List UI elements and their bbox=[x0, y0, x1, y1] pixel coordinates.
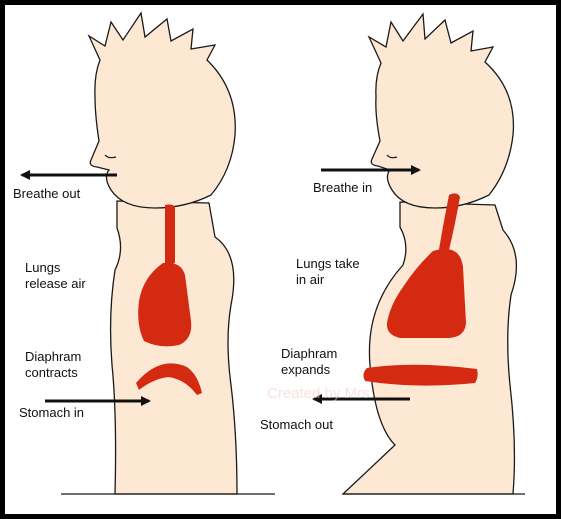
right-figure bbox=[343, 14, 516, 494]
right-body-outline bbox=[343, 202, 516, 494]
lungs-release-label-line1: Lungs bbox=[25, 260, 60, 276]
diaphragm-contracts-label-line1: Diaphram bbox=[25, 349, 81, 365]
diaphragm-expands-label-line1: Diaphram bbox=[281, 346, 337, 362]
watermark-text: Created by Mrs bbox=[267, 385, 370, 402]
diaphragm-expands-label-line2: expands bbox=[281, 362, 330, 378]
stomach-out-label: Stomach out bbox=[260, 417, 333, 433]
lungs-take-label-line1: Lungs take bbox=[296, 256, 360, 272]
diaphragm-contracts-label-line2: contracts bbox=[25, 365, 78, 381]
right-diaphragm bbox=[363, 365, 477, 386]
breathe-out-label: Breathe out bbox=[13, 186, 80, 202]
lungs-take-label-line2: in air bbox=[296, 272, 324, 288]
lungs-release-label-line2: release air bbox=[25, 276, 86, 292]
right-lung bbox=[387, 249, 466, 338]
breathing-diagram-art bbox=[5, 5, 556, 514]
stomach-in-label: Stomach in bbox=[19, 405, 84, 421]
left-figure bbox=[89, 13, 237, 494]
left-head-outline bbox=[89, 13, 235, 208]
breathe-in-label: Breathe in bbox=[313, 180, 372, 196]
diagram-frame: Created by Mrs Breathe out Lungs release… bbox=[5, 5, 556, 514]
right-head-outline bbox=[369, 14, 513, 208]
left-trachea bbox=[165, 205, 175, 266]
